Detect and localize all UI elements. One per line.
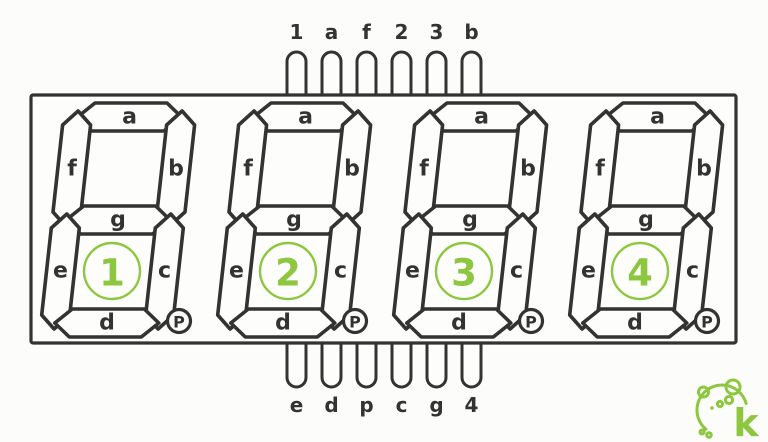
segment-label-c: c (686, 259, 699, 284)
segment-label-d: d (451, 311, 467, 336)
bottom-pin-c (390, 340, 413, 389)
segment-label-g: g (462, 208, 478, 233)
bottom-pin-p (355, 340, 378, 389)
digit-number-circle (610, 241, 670, 301)
top-pin-label: 2 (395, 20, 409, 44)
segment-label-e: e (53, 259, 68, 284)
top-pin-label: f (362, 20, 371, 44)
koala-eye-icon (710, 406, 714, 410)
bottom-pins: e d p c g 4 (285, 340, 483, 417)
bottom-pin-d (320, 340, 343, 389)
digit-number: 1 (99, 252, 125, 295)
segment-label-f: f (67, 157, 77, 182)
top-pin-1 (285, 50, 308, 100)
segment-label-c: c (334, 259, 347, 284)
bottom-pin-e (285, 340, 308, 389)
koala-eye-icon (715, 399, 725, 409)
koala-paw-icon (705, 431, 713, 439)
segment-label-c: c (158, 259, 171, 284)
segment-label-e: e (229, 259, 244, 284)
segment-label-f: f (419, 157, 429, 182)
decimal-point-label: P (349, 313, 361, 332)
digit-number: 4 (627, 252, 653, 295)
digit-number-circle (82, 241, 142, 301)
display-body-outline (29, 93, 738, 345)
segment-label-a: a (122, 105, 137, 130)
segment-label-f: f (243, 157, 253, 182)
top-pin-label: 1 (290, 20, 304, 44)
koala-ear-icon (724, 378, 742, 396)
decimal-point-circle (517, 307, 545, 335)
segment-label-d: d (99, 311, 115, 336)
segment-label-g: g (286, 208, 302, 233)
bottom-pin-label: e (290, 393, 304, 417)
digit-block-4: a f b g e c d 4 P (567, 101, 725, 339)
top-pin-f (355, 50, 378, 100)
bottom-pin-4 (460, 340, 483, 389)
segment-label-d: d (275, 311, 291, 336)
segment-label-f: f (595, 157, 605, 182)
koala-logo: k (695, 378, 759, 442)
decimal-point-circle (341, 307, 369, 335)
top-pin-label: 3 (430, 20, 444, 44)
koala-eye-icon (723, 394, 735, 406)
bottom-pin-g (425, 340, 448, 389)
segment-label-b: b (696, 157, 712, 182)
digit-number: 2 (275, 252, 301, 295)
segment-label-e: e (405, 259, 420, 284)
segment-label-g: g (638, 208, 654, 233)
koala-ear-icon (697, 385, 710, 399)
segment-label-a: a (298, 105, 313, 130)
top-pin-label: a (325, 20, 339, 44)
bottom-pin-label: 4 (465, 393, 479, 417)
koala-paw-icon (698, 428, 706, 436)
segment-label-g: g (110, 208, 126, 233)
decimal-point-label: P (525, 313, 537, 332)
segment-label-a: a (650, 105, 665, 130)
decimal-point-circle (165, 307, 193, 335)
digit-number: 3 (451, 252, 477, 295)
segment-label-b: b (520, 157, 536, 182)
segment-label-b: b (344, 157, 360, 182)
segment-label-c: c (510, 259, 523, 284)
decimal-point-label: P (173, 313, 185, 332)
segment-label-b: b (168, 157, 184, 182)
decimal-point-label: P (701, 313, 713, 332)
bottom-pin-label: p (359, 393, 373, 417)
top-pin-3 (425, 50, 448, 100)
digit-block-2: a f b g e c d 2 P (215, 101, 373, 339)
digit-block-1: a f b g e c d 1 P (39, 101, 197, 339)
segment-label-a: a (474, 105, 489, 130)
top-pin-label: b (464, 20, 478, 44)
top-pin-b (460, 50, 483, 100)
logo-letter-k: k (733, 401, 759, 442)
bottom-pin-label: c (396, 393, 408, 417)
top-pin-a (320, 50, 343, 100)
top-pin-2 (390, 50, 413, 100)
digit-block-3: a f b g e c d 3 P (391, 101, 549, 339)
segment-label-d: d (627, 311, 643, 336)
digit-number-circle (258, 241, 318, 301)
bottom-pin-label: g (429, 393, 443, 417)
top-pins: 1 a f 2 3 b (285, 20, 483, 100)
digit-number-circle (434, 241, 494, 301)
bottom-pin-label: d (324, 393, 338, 417)
decimal-point-circle (693, 307, 721, 335)
segment-label-e: e (581, 259, 596, 284)
